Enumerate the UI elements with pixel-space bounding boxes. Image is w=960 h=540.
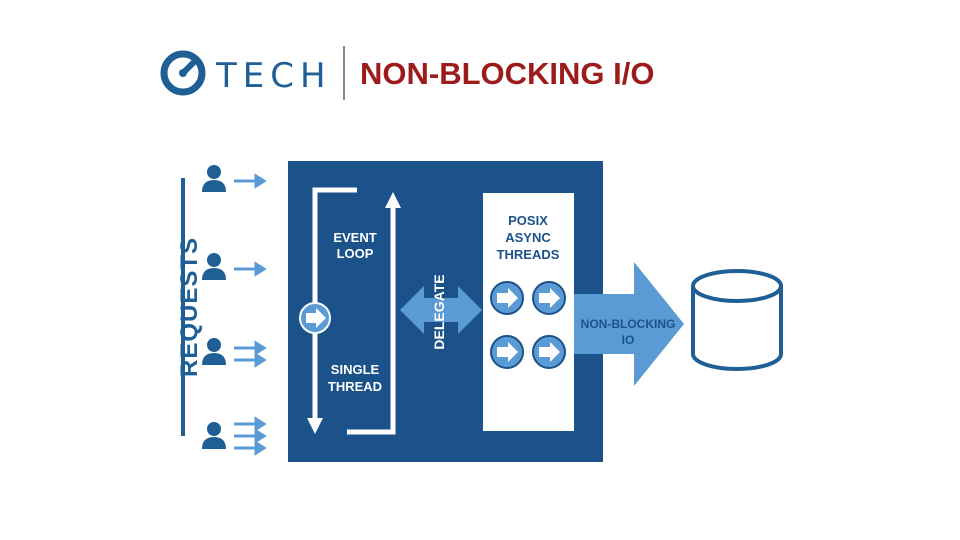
arrow-right-icon [490, 281, 524, 315]
user-icon [202, 253, 226, 280]
database-icon [691, 269, 783, 371]
posix-label-1: POSIX [508, 213, 548, 228]
arrow-right-icon [532, 281, 566, 315]
delegate-label: DELEGATE [431, 274, 447, 349]
event-loop-label-1: EVENT [333, 230, 376, 245]
requests-label: REQUESTS [176, 237, 203, 377]
request-arrow [234, 340, 267, 368]
arrow-right-icon [490, 335, 524, 369]
posix-label-2: ASYNC [505, 230, 551, 245]
delegate-double-arrow [400, 286, 482, 334]
event-loop-label-2: LOOP [337, 246, 374, 261]
request-row-1 [202, 165, 267, 192]
request-arrow [234, 173, 267, 189]
logo-ring-icon [160, 50, 206, 96]
nonblocking-label-2: IO [622, 333, 635, 347]
posix-label-3: THREADS [497, 247, 560, 262]
nonblocking-label-1: NON-BLOCKING [581, 317, 676, 331]
request-arrow [234, 416, 267, 456]
request-arrow [234, 261, 267, 277]
single-thread-label-1: SINGLE [331, 362, 380, 377]
nonblocking-io-arrow [574, 262, 684, 386]
logo-text: TECH [216, 56, 332, 96]
arrow-right-icon [299, 302, 331, 334]
page-title: NON-BLOCKING I/O [360, 56, 655, 91]
event-loop-down-arrow [307, 187, 357, 434]
user-icon [202, 165, 226, 192]
user-icon [202, 422, 226, 449]
posix-threads-box [483, 193, 574, 431]
user-icon [202, 338, 226, 365]
request-row-2 [202, 253, 267, 280]
arrow-right-icon [532, 335, 566, 369]
event-loop-up-arrow [347, 192, 401, 435]
request-row-3 [202, 338, 267, 368]
single-thread-label-2: THREAD [328, 379, 382, 394]
request-row-4 [202, 416, 267, 456]
header-divider [343, 46, 345, 100]
